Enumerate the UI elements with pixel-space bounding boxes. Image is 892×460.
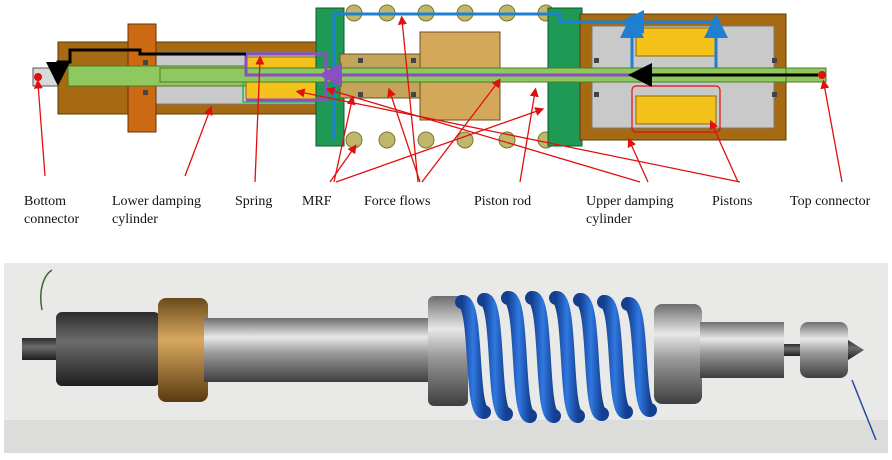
- top-connector-dot: [818, 71, 826, 79]
- photo-top-rod: [784, 344, 804, 356]
- photo-top-tip: [848, 340, 864, 360]
- photo-spring: [455, 291, 657, 423]
- label-spring: Spring: [235, 194, 272, 209]
- spring-coils-bottom: [345, 131, 555, 149]
- photo-upper-collar: [654, 304, 702, 404]
- label-bottom-connector-2: connector: [24, 212, 80, 227]
- label-pistons: Pistons: [712, 194, 752, 209]
- leader-lines: [33, 15, 843, 183]
- label-lower-damping-cylinder-1: Lower damping: [112, 194, 201, 209]
- photo-lower-cylinder: [204, 318, 444, 382]
- force-flow-purple: [244, 52, 640, 102]
- upper-piston-bottom: [635, 95, 717, 125]
- label-piston-rod: Piston rod: [474, 194, 531, 209]
- photo-top-connector: [800, 322, 848, 378]
- label-bottom-connector-1: Bottom: [24, 194, 66, 209]
- seal-marks: [143, 58, 777, 97]
- force-flow-black-left: [46, 48, 246, 86]
- label-upper-damping-cylinder-2: cylinder: [586, 212, 632, 227]
- upper-piston-top: [635, 27, 717, 57]
- photo-bolt-left: [22, 338, 60, 360]
- label-upper-damping-cylinder-1: Upper damping: [586, 194, 673, 209]
- photo-dark-housing: [56, 312, 160, 386]
- photo-shadow: [4, 420, 888, 453]
- schematic: Bottom connector Lower damping cylinder …: [24, 4, 871, 227]
- wires-left: [40, 269, 53, 311]
- photo-brass-flange: [158, 298, 208, 402]
- upper-piston-outline: [631, 85, 721, 133]
- label-force-flows: Force flows: [364, 194, 431, 209]
- label-mrf: MRF: [302, 194, 332, 209]
- photo-middle-collar: [428, 296, 468, 406]
- damper-photo: [4, 263, 888, 453]
- wires-right: [851, 379, 877, 441]
- label-top-connector: Top connector: [790, 194, 871, 209]
- label-lower-damping-cylinder-2: cylinder: [112, 212, 158, 227]
- bottom-connector-dot: [34, 73, 42, 81]
- photo-upper-cylinder: [700, 322, 784, 378]
